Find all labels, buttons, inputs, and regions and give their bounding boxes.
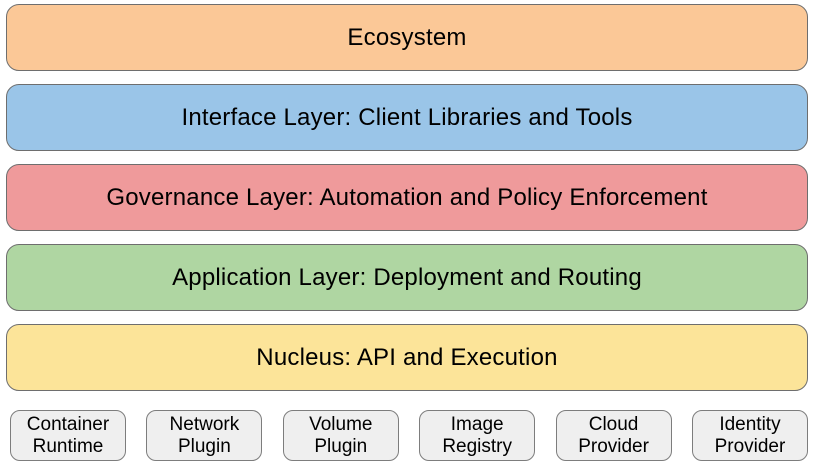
layer-nucleus: Nucleus: API and Execution	[6, 324, 808, 391]
plugin-image-registry: Image Registry	[419, 410, 536, 461]
plugin-volume-plugin-label: Volume Plugin	[309, 413, 373, 457]
layer-interface-label: Interface Layer: Client Libraries and To…	[181, 103, 633, 131]
plugin-network-plugin: Network Plugin	[146, 410, 263, 461]
plugin-cloud-provider: Cloud Provider	[555, 410, 672, 461]
plugin-container-runtime: Container Runtime	[10, 410, 126, 461]
layer-governance-label: Governance Layer: Automation and Policy …	[106, 183, 708, 211]
plugin-identity-provider: Identity Provider	[691, 410, 808, 461]
plugins-row: Container Runtime Network Plugin Volume …	[10, 410, 808, 461]
layer-application: Application Layer: Deployment and Routin…	[6, 244, 808, 311]
layer-governance: Governance Layer: Automation and Policy …	[6, 164, 808, 231]
layer-ecosystem: Ecosystem	[6, 4, 808, 71]
plugin-container-runtime-label: Container Runtime	[26, 413, 110, 457]
plugin-image-registry-label: Image Registry	[442, 413, 513, 457]
plugin-network-plugin-label: Network Plugin	[169, 413, 240, 457]
layer-nucleus-label: Nucleus: API and Execution	[256, 343, 558, 371]
plugin-volume-plugin: Volume Plugin	[282, 410, 399, 461]
plugin-cloud-provider-label: Cloud Provider	[578, 413, 649, 457]
layer-ecosystem-label: Ecosystem	[347, 23, 467, 51]
layer-application-label: Application Layer: Deployment and Routin…	[172, 263, 642, 291]
plugin-identity-provider-label: Identity Provider	[714, 413, 786, 457]
layer-interface: Interface Layer: Client Libraries and To…	[6, 84, 808, 151]
